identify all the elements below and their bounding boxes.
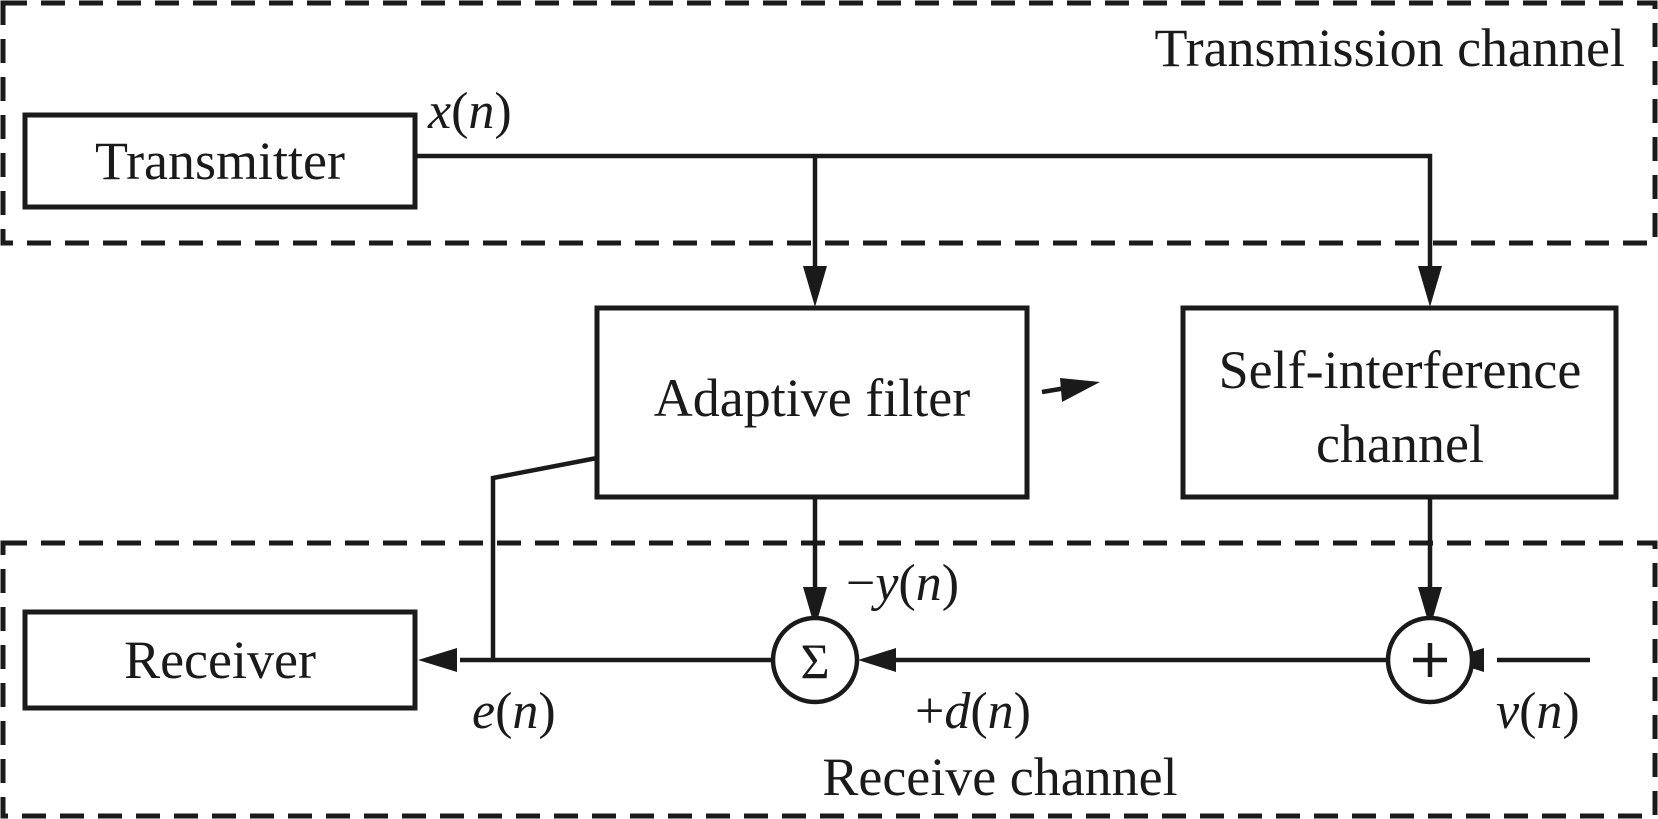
- arrowheads: [418, 266, 1484, 672]
- arrow-into-sigma-top: [803, 587, 827, 628]
- receive-channel-label: Receive channel: [822, 747, 1177, 807]
- sigma-circle: [770, 615, 860, 705]
- arrow-into-sigma-right: [858, 648, 896, 672]
- signal-label-x: x(n): [427, 83, 512, 140]
- wire-x-to-self-interference: [417, 153, 1433, 290]
- signal-label-minus-y: −y(n): [846, 555, 959, 612]
- receive-channel-border: [0, 540, 1658, 819]
- adder-junction: [1385, 615, 1475, 705]
- self-interference-label-line2: channel: [1316, 414, 1484, 474]
- arrow-into-adder-top: [1418, 587, 1442, 628]
- wire-error-feedback: [490, 455, 598, 660]
- signal-label-v: v(n): [1496, 683, 1580, 740]
- adaptive-filter-label: Adaptive filter: [654, 368, 970, 428]
- receiver-block: Receiver: [22, 609, 418, 711]
- receive-channel-region: Receive channel: [0, 540, 1658, 819]
- transmission-channel-label: Transmission channel: [1155, 18, 1626, 78]
- self-interference-channel-block: Self-interference channel: [1180, 305, 1619, 500]
- signal-label-e: e(n): [472, 683, 556, 740]
- transmitter-block: Transmitter: [22, 112, 418, 210]
- transmitter-box: [22, 112, 418, 210]
- wires: [417, 153, 1590, 663]
- arrow-into-self-interference: [1418, 266, 1442, 307]
- transmitter-label: Transmitter: [95, 131, 345, 191]
- self-interference-label-line1: Self-interference: [1219, 340, 1582, 400]
- receiver-box: [22, 609, 418, 711]
- sigma-junction: Σ: [770, 615, 860, 705]
- arrow-into-receiver: [418, 648, 457, 672]
- transmission-channel-region: Transmission channel: [0, 0, 1658, 246]
- self-interference-channel-box: [1180, 305, 1619, 500]
- receiver-label: Receiver: [124, 630, 316, 690]
- signal-label-plus-d: +d(n): [915, 683, 1031, 740]
- arrow-adaptation-head: [1060, 378, 1100, 402]
- transmission-channel-border: [0, 0, 1658, 246]
- adaptive-filter-box: [594, 305, 1030, 500]
- sigma-symbol: Σ: [800, 633, 829, 689]
- arrow-into-adaptive-filter: [803, 266, 827, 307]
- adaptive-filter-block: Adaptive filter: [594, 305, 1030, 500]
